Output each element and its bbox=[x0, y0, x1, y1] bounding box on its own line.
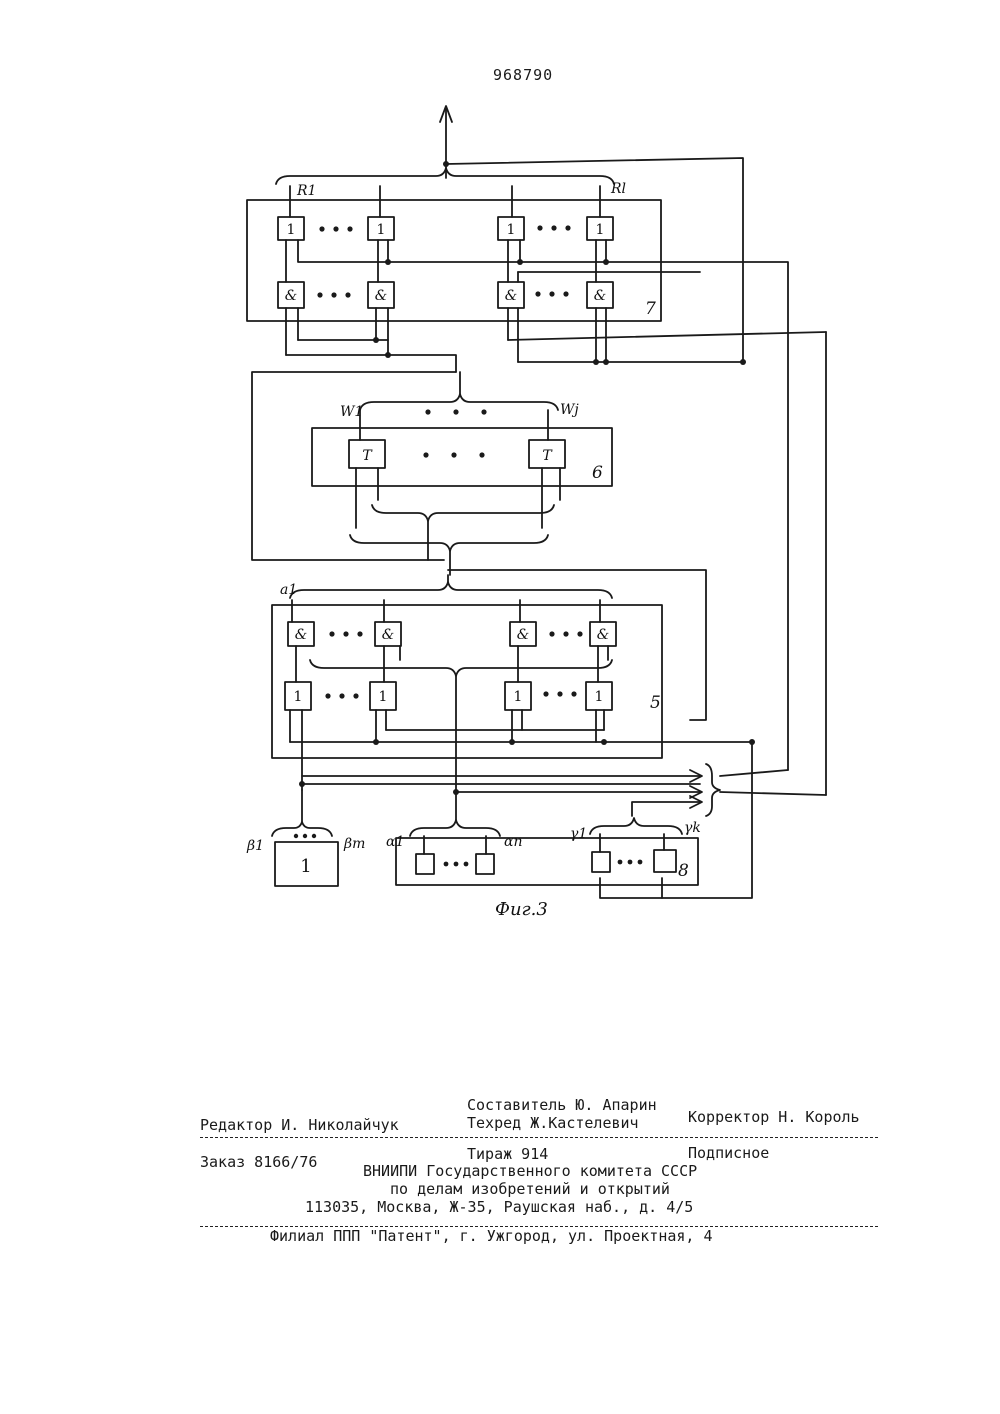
or-gate-symbol: 1 bbox=[595, 689, 604, 705]
and-gate-symbol: & bbox=[375, 288, 387, 304]
subscription-line: Подписное bbox=[688, 1144, 769, 1162]
register-cell bbox=[592, 852, 610, 872]
feedback-wire-top bbox=[446, 158, 743, 362]
block-8 bbox=[396, 838, 698, 885]
or-gate-symbol: 1 bbox=[514, 689, 523, 705]
editor-line: Редактор И. Николайчук bbox=[200, 1116, 399, 1134]
and-gate-symbol: & bbox=[597, 627, 609, 643]
corrector-line: Корректор Н. Король bbox=[688, 1108, 860, 1126]
label-alpha1: α1 bbox=[386, 834, 404, 850]
trigger-symbol: T bbox=[362, 448, 373, 464]
block-5-number: 5 bbox=[650, 693, 661, 713]
org-line-1: ВНИИПИ Государственного комитета СССР bbox=[363, 1162, 697, 1180]
or-gate-symbol: 1 bbox=[287, 222, 296, 238]
and-gate-symbol: & bbox=[382, 627, 394, 643]
and-gate-symbol: & bbox=[285, 288, 297, 304]
register-cell bbox=[654, 850, 676, 872]
block-1-number: 1 bbox=[300, 856, 311, 877]
and-gate-symbol: & bbox=[594, 288, 606, 304]
or-gate-symbol: 1 bbox=[294, 689, 303, 705]
divider-top bbox=[200, 1137, 878, 1138]
label-r1: R1 bbox=[296, 183, 316, 199]
label-alphan: αn bbox=[504, 834, 522, 850]
label-a1: a1 bbox=[280, 582, 297, 598]
block-7-number: 7 bbox=[645, 299, 656, 319]
block-6 bbox=[312, 428, 612, 486]
label-rl: Rl bbox=[610, 181, 626, 197]
or-gate-symbol: 1 bbox=[507, 222, 516, 238]
block-8-number: 8 bbox=[678, 861, 689, 881]
and-gate-symbol: & bbox=[295, 627, 307, 643]
order-line: Заказ 8166/76 bbox=[200, 1153, 317, 1171]
label-b1: β1 bbox=[246, 838, 264, 854]
block-6-number: 6 bbox=[592, 463, 603, 483]
and-gate-symbol: & bbox=[505, 288, 517, 304]
address-line: 113035, Москва, Ж-35, Раушская наб., д. … bbox=[305, 1198, 693, 1216]
loop-wire bbox=[252, 372, 456, 560]
register-cell bbox=[476, 854, 494, 874]
circulation-line: Тираж 914 bbox=[467, 1145, 548, 1163]
compiler-line: Составитель Ю. Апарин bbox=[467, 1096, 657, 1114]
label-gamma1: γ1 bbox=[570, 826, 587, 842]
label-bm: βm bbox=[343, 836, 365, 852]
brace-r bbox=[276, 168, 614, 184]
circuit-diagram: 1 1 1 1 & & & & T T & & & & 1 1 1 1 7 6 … bbox=[0, 0, 1000, 940]
and-gate-symbol: & bbox=[517, 627, 529, 643]
org-line-2: по делам изобретений и открытий bbox=[390, 1180, 670, 1198]
or-gate-symbol: 1 bbox=[379, 689, 388, 705]
trigger-symbol: T bbox=[542, 448, 553, 464]
branch-line: Филиал ППП "Патент", г. Ужгород, ул. Про… bbox=[270, 1227, 713, 1245]
label-w1: W1 bbox=[340, 404, 363, 420]
techred-line: Техред Ж.Кастелевич bbox=[467, 1114, 639, 1132]
label-wj: Wj bbox=[560, 402, 579, 418]
or-gate-symbol: 1 bbox=[377, 222, 386, 238]
figure-caption: Фиг.3 bbox=[495, 899, 548, 920]
register-cell bbox=[416, 854, 434, 874]
or-gate-symbol: 1 bbox=[596, 222, 605, 238]
label-gammak: γk bbox=[684, 820, 701, 836]
